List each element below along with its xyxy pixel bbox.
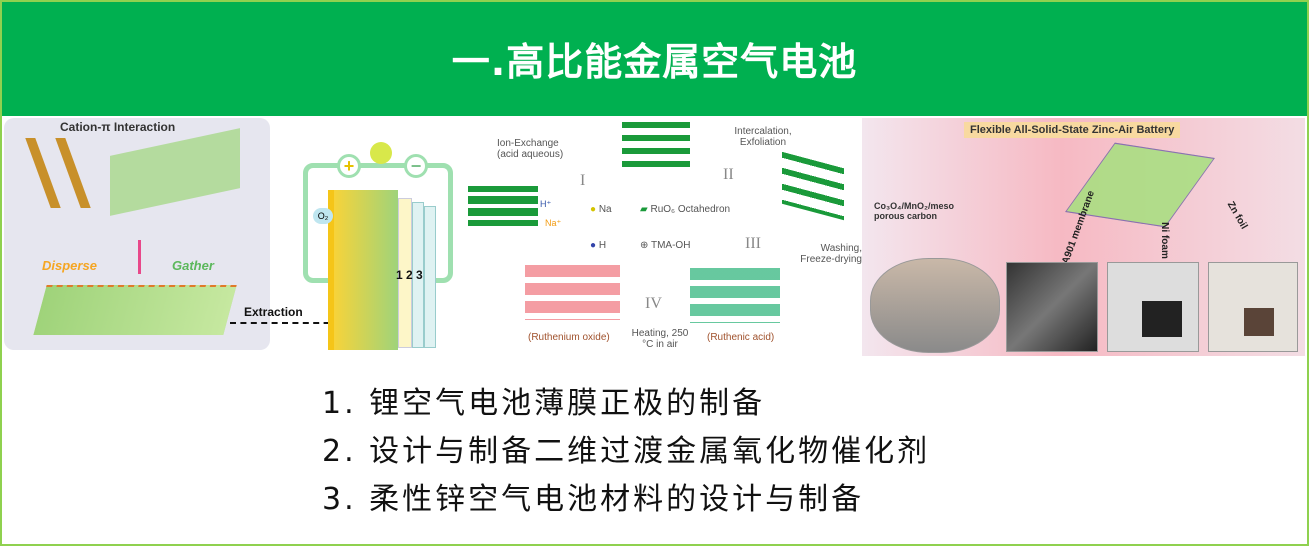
composite-film — [33, 285, 237, 335]
nifoam-label: Ni foam — [1158, 222, 1170, 259]
step-2: II — [723, 166, 734, 183]
fig1-title: Cation-π Interaction — [60, 120, 176, 134]
legend-h-text: H — [598, 240, 607, 251]
minus-terminal: − — [404, 154, 428, 178]
layer-2 — [412, 202, 424, 348]
naplus-label: Na⁺ — [545, 218, 562, 228]
ruthenium-label: (Ruthenium oxide) — [528, 332, 610, 343]
legend-ruo6-text: RuO₆ Octahedron — [650, 204, 731, 215]
layer-3 — [424, 206, 436, 348]
layered-nao2 — [468, 186, 538, 226]
layered-hruo2 — [622, 122, 690, 174]
ruthenic-sheets — [690, 268, 780, 323]
plus-terminal: + — [337, 154, 361, 178]
disperse-label: Disperse — [42, 258, 97, 273]
topic-list: 1. 锂空气电池薄膜正极的制备 2. 设计与制备二维过渡金属氧化物催化剂 3. … — [322, 380, 930, 524]
header-bar: 一.高比能金属空气电池 — [0, 0, 1309, 116]
heating-label: Heating, 250 °C in air — [631, 328, 689, 350]
fig3-title: Flexible All-Solid-State Zinc-Air Batter… — [964, 122, 1181, 138]
intercalation-label: Intercalation, Exfoliation — [734, 126, 792, 148]
step-1: I — [580, 172, 586, 189]
ruthenic-label: (Ruthenic acid) — [707, 332, 775, 343]
device-photo — [870, 258, 1000, 353]
catalyst-label: Co₃O₄/MnO₂/meso porous carbon — [874, 201, 954, 221]
layer-1 — [398, 198, 412, 348]
legend-na-text: Na — [598, 204, 612, 215]
legend-h: ● H — [590, 240, 607, 251]
hplus-label: H⁺ — [540, 199, 552, 209]
legend-tma: ⊕ TMA-OH — [640, 240, 691, 251]
cathode-layer — [328, 190, 398, 350]
gather-label: Gather — [172, 258, 214, 273]
legend-tma-text: TMA-OH — [650, 240, 691, 251]
legend-na: ● Na — [590, 204, 612, 215]
slide-title: 一.高比能金属空气电池 — [451, 39, 858, 84]
topic-item-3: 3. 柔性锌空气电池材料的设计与制备 — [322, 482, 865, 517]
layer-numbers: 1 2 3 — [396, 268, 423, 282]
ruthenium-sheets — [525, 265, 620, 320]
washing-label: Washing, Freeze-drying — [800, 243, 862, 265]
ion-exchange-label: Ion-Exchange (acid aqueous) — [497, 138, 564, 160]
exfoliated-layers — [782, 151, 844, 221]
extraction-arrow — [230, 322, 340, 324]
topic-item-1: 1. 锂空气电池薄膜正极的制备 — [322, 386, 766, 421]
legend-ruo6: ▰ RuO₆ Octahedron — [640, 204, 731, 215]
step-3: III — [745, 235, 761, 252]
topic-item-2: 2. 设计与制备二维过渡金属氧化物催化剂 — [322, 434, 931, 469]
pink-arrow — [138, 240, 141, 274]
extraction-label: Extraction — [244, 305, 303, 319]
membrane-photo — [1006, 262, 1098, 352]
nifoam-photo — [1107, 262, 1199, 352]
step-4: IV — [645, 295, 662, 312]
bulb-icon — [370, 142, 392, 164]
znfoil-photo — [1208, 262, 1298, 352]
o2-bubble: O₂ — [313, 208, 333, 224]
